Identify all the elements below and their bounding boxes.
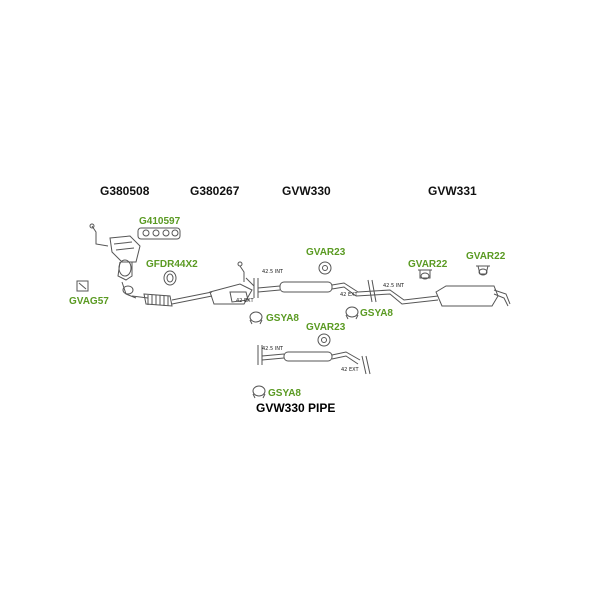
hanger-c[interactable] (476, 265, 490, 276)
dimension-note: 42 EXT (340, 292, 358, 298)
rear-silencer[interactable] (355, 285, 511, 307)
part-link-gvar23[interactable]: GVAR23 (306, 322, 346, 333)
part-link-g410597[interactable]: G410597 (139, 216, 181, 227)
front-pipe[interactable] (131, 291, 213, 307)
part-link-gfdr44x2[interactable]: GFDR44X2 (146, 259, 198, 270)
clamp-a[interactable] (249, 311, 263, 325)
part-link-gvar23[interactable]: GVAR23 (306, 247, 346, 258)
header-gvw330: GVW330 (282, 184, 331, 198)
hanger-b[interactable] (418, 269, 432, 280)
exhaust-manifold[interactable] (89, 223, 141, 299)
joint-marker (253, 278, 259, 298)
part-link-gsya8[interactable]: GSYA8 (268, 388, 301, 399)
joint-marker (257, 345, 263, 365)
flange-gasket[interactable] (76, 280, 89, 292)
part-link-gvag57[interactable]: GVAG57 (69, 296, 109, 307)
catalytic-converter[interactable] (209, 261, 255, 305)
header-g380267: G380267 (190, 184, 240, 198)
dimension-note: 42 EXT (341, 367, 359, 373)
part-link-gvar22[interactable]: GVAR22 (408, 259, 448, 270)
dimension-note: 42.5 INT (383, 283, 404, 289)
header-gvw331: GVW331 (428, 184, 477, 198)
hanger-d[interactable] (317, 333, 331, 347)
clamp-c[interactable] (252, 385, 266, 399)
hanger-a[interactable] (318, 261, 332, 275)
dimension-note: 42.5 INT (262, 269, 283, 275)
gasket-strip[interactable] (137, 227, 181, 240)
dimension-note: 42 EXT (236, 298, 254, 304)
donut-ring[interactable] (163, 270, 177, 286)
part-link-gsya8[interactable]: GSYA8 (266, 313, 299, 324)
clamp-b[interactable] (345, 306, 359, 320)
pipe-assembly[interactable] (261, 351, 371, 375)
intermediate-pipe[interactable] (257, 281, 359, 297)
pipe-title: GVW330 PIPE (256, 401, 336, 415)
dimension-note: 42.5 INT (262, 346, 283, 352)
part-link-gvar22[interactable]: GVAR22 (466, 251, 506, 262)
part-link-gsya8[interactable]: GSYA8 (360, 308, 393, 319)
header-g380508: G380508 (100, 184, 150, 198)
